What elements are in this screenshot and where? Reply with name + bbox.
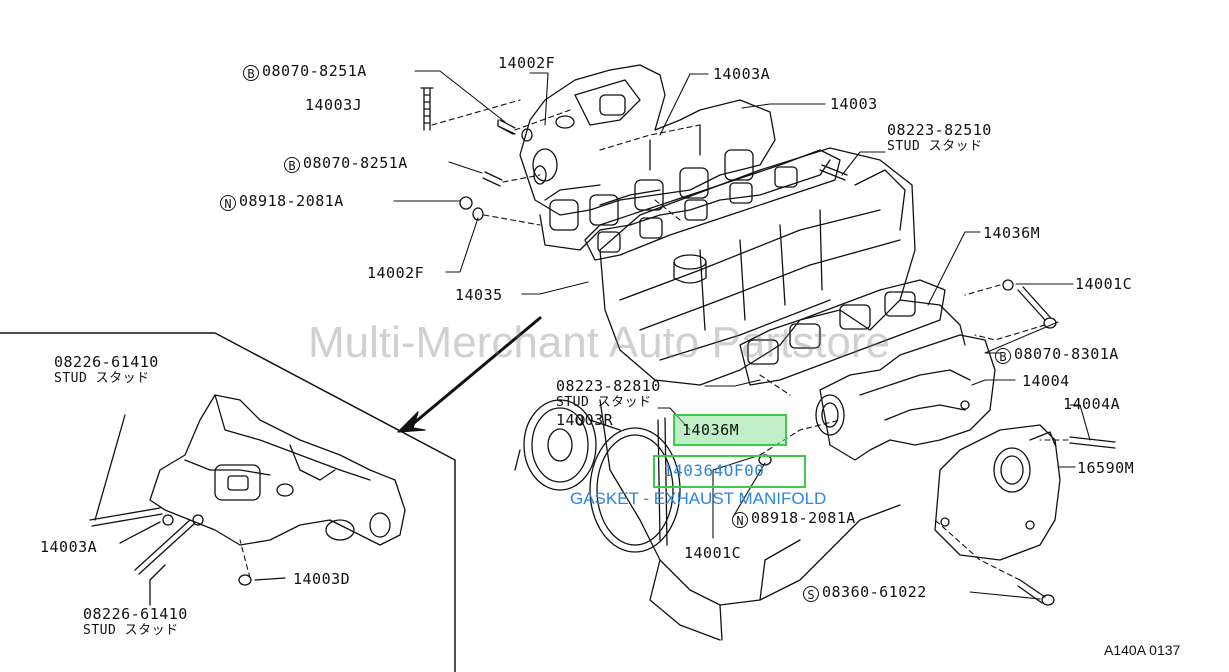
intake-manifold-drawing xyxy=(519,64,831,251)
part-label-08226-61410-top[interactable]: 08226-61410 xyxy=(54,353,159,371)
nut-marker-icon: N xyxy=(220,195,236,211)
bolt-marker-icon: B xyxy=(243,65,259,81)
watermark: Multi-Merchant Auto Partstore xyxy=(308,318,891,367)
part-label-14003R[interactable]: 14003R xyxy=(556,411,614,429)
part-label-14003J[interactable]: 14003J xyxy=(305,96,363,114)
part-label-14001C-right[interactable]: 14001C xyxy=(1075,275,1133,293)
part-label-14002F-bottom[interactable]: 14002F xyxy=(367,264,425,282)
screw-marker-icon: S xyxy=(803,586,819,602)
heat-shield-drawing xyxy=(934,424,1061,561)
part-label-14003[interactable]: 14003 xyxy=(830,95,878,113)
part-label-14002F-top[interactable]: 14002F xyxy=(498,54,556,72)
part-label-14001C-bottom[interactable]: 14001C xyxy=(684,544,742,562)
bolt-marker-icon: B xyxy=(284,157,300,173)
part-label-14003A[interactable]: 14003A xyxy=(713,65,771,83)
part-label-14036M-top[interactable]: 14036M xyxy=(983,224,1041,242)
figure-code: A140A 0137 xyxy=(1104,642,1181,658)
part-label-16590M[interactable]: 16590M xyxy=(1077,459,1135,477)
bolt-marker-icon: B xyxy=(995,348,1011,364)
part-label-08223-82510[interactable]: 08223-82510 xyxy=(887,121,992,139)
intake-gasket-drawing xyxy=(584,149,841,261)
part-label-14004[interactable]: 14004 xyxy=(1022,372,1070,390)
inset-manifold-drawing xyxy=(89,394,406,606)
part-label-14003D[interactable]: 14003D xyxy=(293,570,351,588)
engine-block-drawing xyxy=(514,147,916,641)
exhaust-manifold-drawing xyxy=(815,334,996,461)
selected-part-description: GASKET - EXHAUST MANIFOLD xyxy=(570,489,827,508)
part-label-08223-82810[interactable]: 08223-82810 xyxy=(556,377,661,395)
part-label-stud-08223-82510: STUD スタッド xyxy=(887,139,983,154)
part-label-08226-61410-bottom[interactable]: 08226-61410 xyxy=(83,605,188,623)
part-label-stud-08226-61410-top: STUD スタッド xyxy=(54,371,150,386)
inset-frame xyxy=(0,316,542,672)
exhaust-gasket-drawing xyxy=(739,279,966,386)
fasteners-drawing xyxy=(420,87,1116,606)
part-label-14035[interactable]: 14035 xyxy=(455,286,503,304)
part-label-14036M-highlight: 14036M xyxy=(682,421,740,439)
explode-lines xyxy=(431,99,1069,581)
part-label-14003A-inset[interactable]: 14003A xyxy=(40,538,98,556)
part-label-stud-08226-61410-bottom: STUD スタッド xyxy=(83,623,179,638)
nut-marker-icon: N xyxy=(732,512,748,528)
highlight-box-selected-part[interactable]: 140364OF00 xyxy=(653,455,806,488)
highlight-box-14036M[interactable]: 14036M xyxy=(673,414,787,446)
part-label-stud-08223-82810: STUD スタッド xyxy=(556,395,652,410)
selected-part-number: 140364OF00 xyxy=(663,461,765,480)
part-label-14004A[interactable]: 14004A xyxy=(1063,395,1121,413)
